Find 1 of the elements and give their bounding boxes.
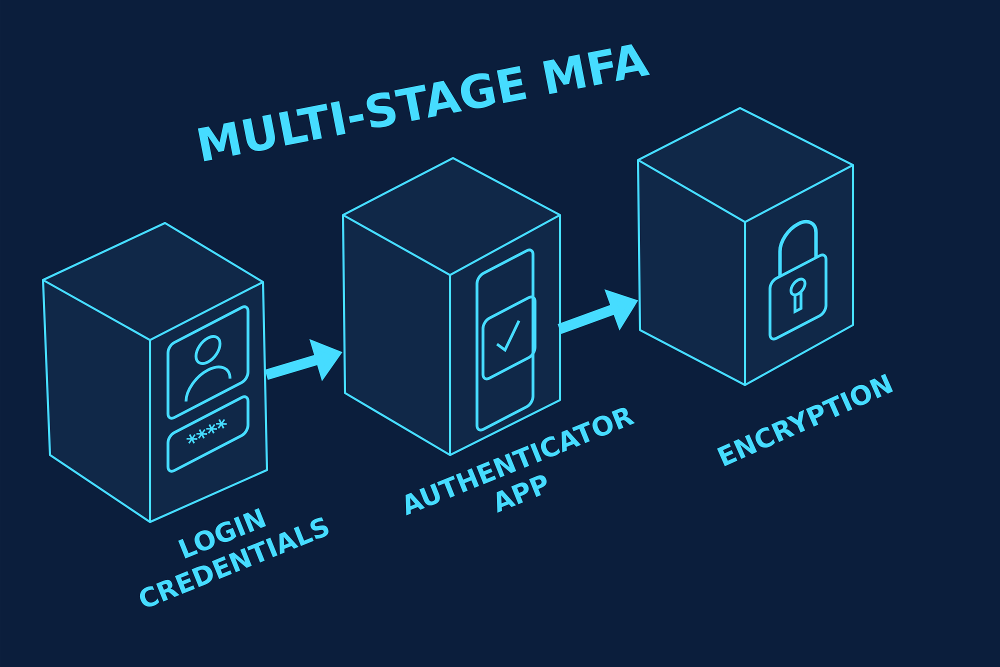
password-field-text: ****: [186, 419, 227, 444]
